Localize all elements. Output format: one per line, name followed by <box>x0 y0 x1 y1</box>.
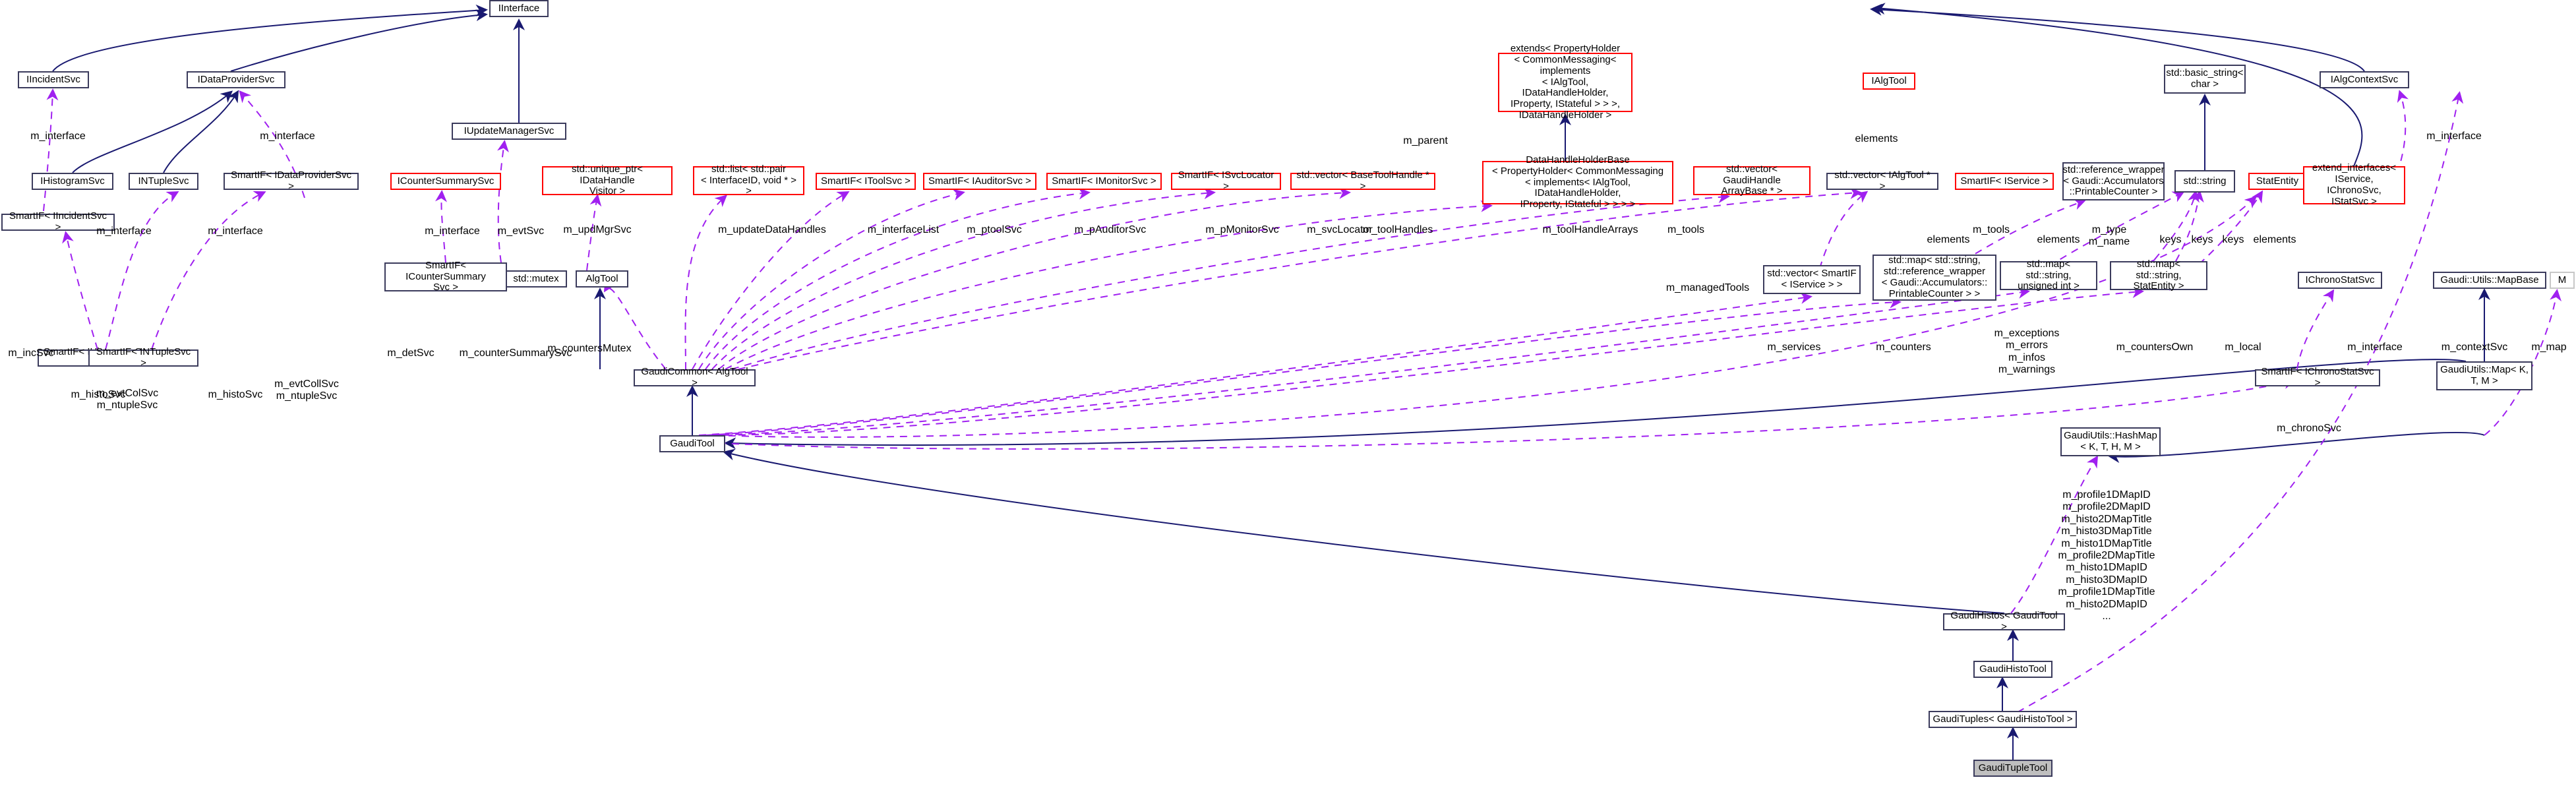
class-node-SmartIFIMonitorSvc[interactable]: SmartIF< IMonitorSvc > <box>1046 173 1162 190</box>
class-node-StatEntity[interactable]: StatEntity <box>2248 173 2306 190</box>
edge-label: m_countersMutex <box>547 343 632 354</box>
edge-label: m_profile1DMapID m_profile2DMapID m_hist… <box>2058 489 2155 622</box>
edge-label: m_toolHandles <box>1362 224 1433 235</box>
edge-label: m_exceptions m_errors m_infos m_warnings <box>1994 328 2060 376</box>
class-node-GaudiCommonAlgTool[interactable]: GaudiCommon< AlgTool > <box>634 366 756 388</box>
class-node-stdmapstringStatEntity[interactable]: std::map< std::string, StatEntity > <box>2110 258 2207 291</box>
class-node-GaudiTuplesGaudiHistoTool[interactable]: GaudiTuples< GaudiHistoTool > <box>1929 711 2077 728</box>
class-node-GaudiUtilsHashMap[interactable]: GaudiUtils::HashMap < K, T, H, M > <box>2060 427 2161 456</box>
class-node-stdmutex[interactable]: std::mutex <box>505 270 567 288</box>
class-node-IInterface[interactable]: IInterface <box>489 0 549 17</box>
class-node-SmartIFIService[interactable]: SmartIF< IService > <box>1955 173 2054 190</box>
edge-label: m_interface <box>208 226 263 237</box>
class-node-stdvectorBaseToolHandle[interactable]: std::vector< BaseToolHandle * > <box>1290 169 1435 192</box>
class-node-IDataProviderSvc[interactable]: IDataProviderSvc <box>187 71 285 88</box>
class-node-IUpdateManagerSvc[interactable]: IUpdateManagerSvc <box>452 123 566 140</box>
edge-label: m_counters <box>1876 342 1931 353</box>
edge-label: elements <box>2037 234 2080 245</box>
class-node-stdmapstringuint[interactable]: std::map< std::string, unsigned int > <box>2000 258 2097 291</box>
class-node-AlgTool[interactable]: AlgTool <box>576 270 628 288</box>
edge-label: elements <box>1927 234 1970 245</box>
class-node-GaudiUtilsMapBase[interactable]: Gaudi::Utils::MapBase <box>2433 272 2546 289</box>
edge-label: m_tools <box>1972 224 2010 235</box>
class-node-stdvectorIAlgTool[interactable]: std::vector< IAlgTool * > <box>1826 169 1938 192</box>
edge-label: m_toolHandleArrays <box>1542 224 1638 235</box>
class-node-M[interactable]: M <box>2550 272 2575 289</box>
edge-label: m_interface <box>2347 342 2403 353</box>
class-node-stdvectorSmartIFIService[interactable]: std::vector< SmartIF < IService > > <box>1763 265 1861 294</box>
class-node-stduniqueptrIDataHandle[interactable]: std::unique_ptr< IDataHandle Visitor > <box>542 164 673 197</box>
edge-label: m_evtColSvc m_ntupleSvc <box>96 388 159 411</box>
class-node-ICounterSummarySvc[interactable]: ICounterSummarySvc <box>390 173 501 190</box>
edge-label: m_services <box>1767 342 1821 353</box>
edge-label: m_parent <box>1403 135 1448 146</box>
edge-label: keys <box>2222 234 2244 245</box>
class-node-IChronoStatSvc[interactable]: IChronoStatSvc <box>2298 272 2382 289</box>
edge-label: m_local <box>2225 342 2261 353</box>
class-node-DataHandleHolderBase[interactable]: DataHandleHolderBase < PropertyHolder< C… <box>1482 154 1673 210</box>
class-node-stdvectorGaudiHandle[interactable]: std::vector< GaudiHandle ArrayBase * > <box>1693 164 1811 197</box>
class-node-GaudiUtilsMapKTM[interactable]: GaudiUtils::Map< K, T, M > <box>2436 361 2532 390</box>
edge-label: m_managedTools <box>1665 282 1750 293</box>
class-node-SmartIFIChronoStatSvc[interactable]: SmartIF< IChronoStatSvc > <box>2255 366 2380 388</box>
edge-label: m_pAuditorSvc <box>1074 224 1147 235</box>
class-node-stdmapstringrefwrapper[interactable]: std::map< std::string, std::reference_wr… <box>1872 255 1996 301</box>
edge-label: m_histoSvc <box>71 389 126 400</box>
edge-label: m_map <box>2531 342 2567 353</box>
class-node-SmartIFICounterSummarySvc[interactable]: SmartIF< ICounterSummary Svc > <box>384 260 507 293</box>
class-node-INTupleSvc[interactable]: INTupleSvc <box>129 173 198 190</box>
class-node-stdliststdpair[interactable]: std::list< std::pair < InterfaceID, void… <box>693 164 804 197</box>
class-node-extendinterfaces[interactable]: extend_interfaces< IService, IChronoSvc,… <box>2303 163 2405 207</box>
edge-label: m_detSvc <box>387 348 434 359</box>
class-node-GaudiTool[interactable]: GaudiTool <box>659 435 725 452</box>
class-node-extendsPropertyHolder[interactable]: extends< PropertyHolder < CommonMessagin… <box>1498 43 1632 121</box>
edge-label: m_contextSvc <box>2441 342 2508 353</box>
class-node-SmartIFIDataProviderSvc[interactable]: SmartIF< IDataProviderSvc > <box>224 169 359 192</box>
edge-label: m_ptoolSvc <box>967 224 1022 235</box>
edge-label: m_updMgrSvc <box>563 224 632 235</box>
edge-label: keys <box>2159 234 2182 245</box>
edge-label: m_pMonitorSvc <box>1205 224 1279 235</box>
edge-label: m_interface <box>425 226 480 237</box>
edge-label: m_evtCollSvc m_ntupleSvc <box>274 379 339 402</box>
edge-label: m_counterSummarySvc <box>459 348 572 359</box>
class-node-IIncidentSvc[interactable]: IIncidentSvc <box>18 71 89 88</box>
edge-label: m_histoSvc <box>208 389 263 400</box>
edge-label: m_interfaceList <box>867 224 940 235</box>
class-node-SmartIFISvcLocator[interactable]: SmartIF< ISvcLocator > <box>1171 169 1281 192</box>
edge-label: m_countersOwn <box>2116 342 2194 353</box>
class-node-IHistogramSvc[interactable]: IHistogramSvc <box>32 173 113 190</box>
class-node-GaudiHistoTool[interactable]: GaudiHistoTool <box>1973 661 2052 678</box>
edge-label: m_incSvc <box>8 348 54 359</box>
edge-label: m_interface <box>260 131 315 142</box>
edge-label: m_interface <box>30 131 86 142</box>
class-node-GaudiTupleTool[interactable]: GaudiTupleTool <box>1973 760 2052 777</box>
edge-label: m_type m_name <box>2088 224 2130 248</box>
edge-label: keys <box>2191 234 2213 245</box>
class-node-GaudiHistosGaudiTool[interactable]: GaudiHistos< GaudiTool > <box>1943 610 2065 632</box>
edge-label: m_updateDataHandles <box>718 224 826 235</box>
class-node-IAlgContextSvc[interactable]: IAlgContextSvc <box>2320 71 2409 88</box>
class-node-stdreferencewrapper[interactable]: std::reference_wrapper < Gaudi::Accumula… <box>2062 162 2165 200</box>
class-node-stdbasicstringchar[interactable]: std::basic_string< char > <box>2164 65 2246 94</box>
class-node-stdstring[interactable]: std::string <box>2174 170 2235 193</box>
class-node-SmartIFIIncidentSvc[interactable]: SmartIF< IIncidentSvc > <box>1 210 115 233</box>
edge-label: elements <box>1855 133 1898 144</box>
edge-label: m_chronoSvc <box>2277 423 2341 434</box>
class-node-SmartIFIAuditorSvc[interactable]: SmartIF< IAuditorSvc > <box>923 173 1036 190</box>
edge-label: m_evtSvc <box>497 226 545 237</box>
edge-label: m_interface <box>96 226 152 237</box>
class-node-SmartIFINTupleSvc[interactable]: SmartIF< INTupleSvc > <box>88 346 198 369</box>
edge-label: elements <box>2253 234 2296 245</box>
edge-label: m_tools <box>1667 224 1705 235</box>
class-node-IAlgTool[interactable]: IAlgTool <box>1863 73 1915 90</box>
class-node-SmartIFIToolSvc[interactable]: SmartIF< IToolSvc > <box>816 173 916 190</box>
edge-label: m_interface <box>2426 131 2482 142</box>
